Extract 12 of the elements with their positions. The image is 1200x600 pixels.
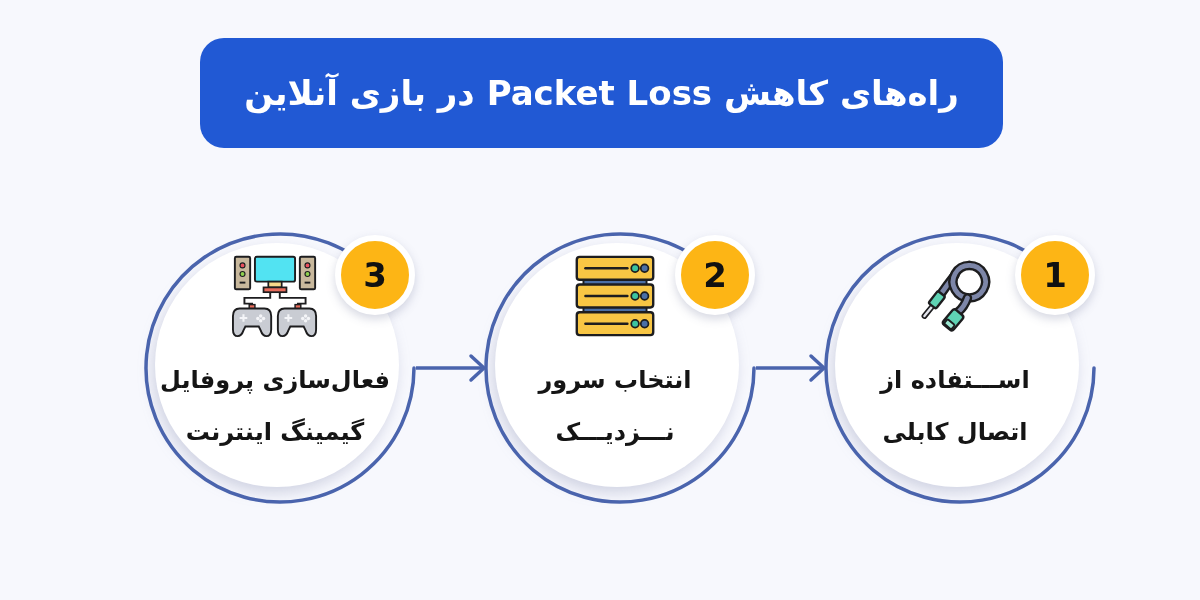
step-label: انتخاب سرور نـــزدیـــک [536, 365, 693, 448]
arrow [756, 354, 826, 382]
number-badge: 2 [675, 235, 755, 315]
number-badge: 3 [335, 235, 415, 315]
step-circle [144, 232, 416, 504]
step-circle [824, 232, 1096, 504]
title: راه‌های کاهش Packet Loss در بازی آنلاین [200, 38, 1003, 148]
step-label: فعال‌سازی پروفایل گیمینگ اینترنت [159, 365, 391, 448]
step-label: اســـتفاده از اتصال کابلی [878, 365, 1031, 448]
number-badge: 1 [1015, 235, 1095, 315]
step-circle [484, 232, 756, 504]
arrow [416, 354, 486, 382]
